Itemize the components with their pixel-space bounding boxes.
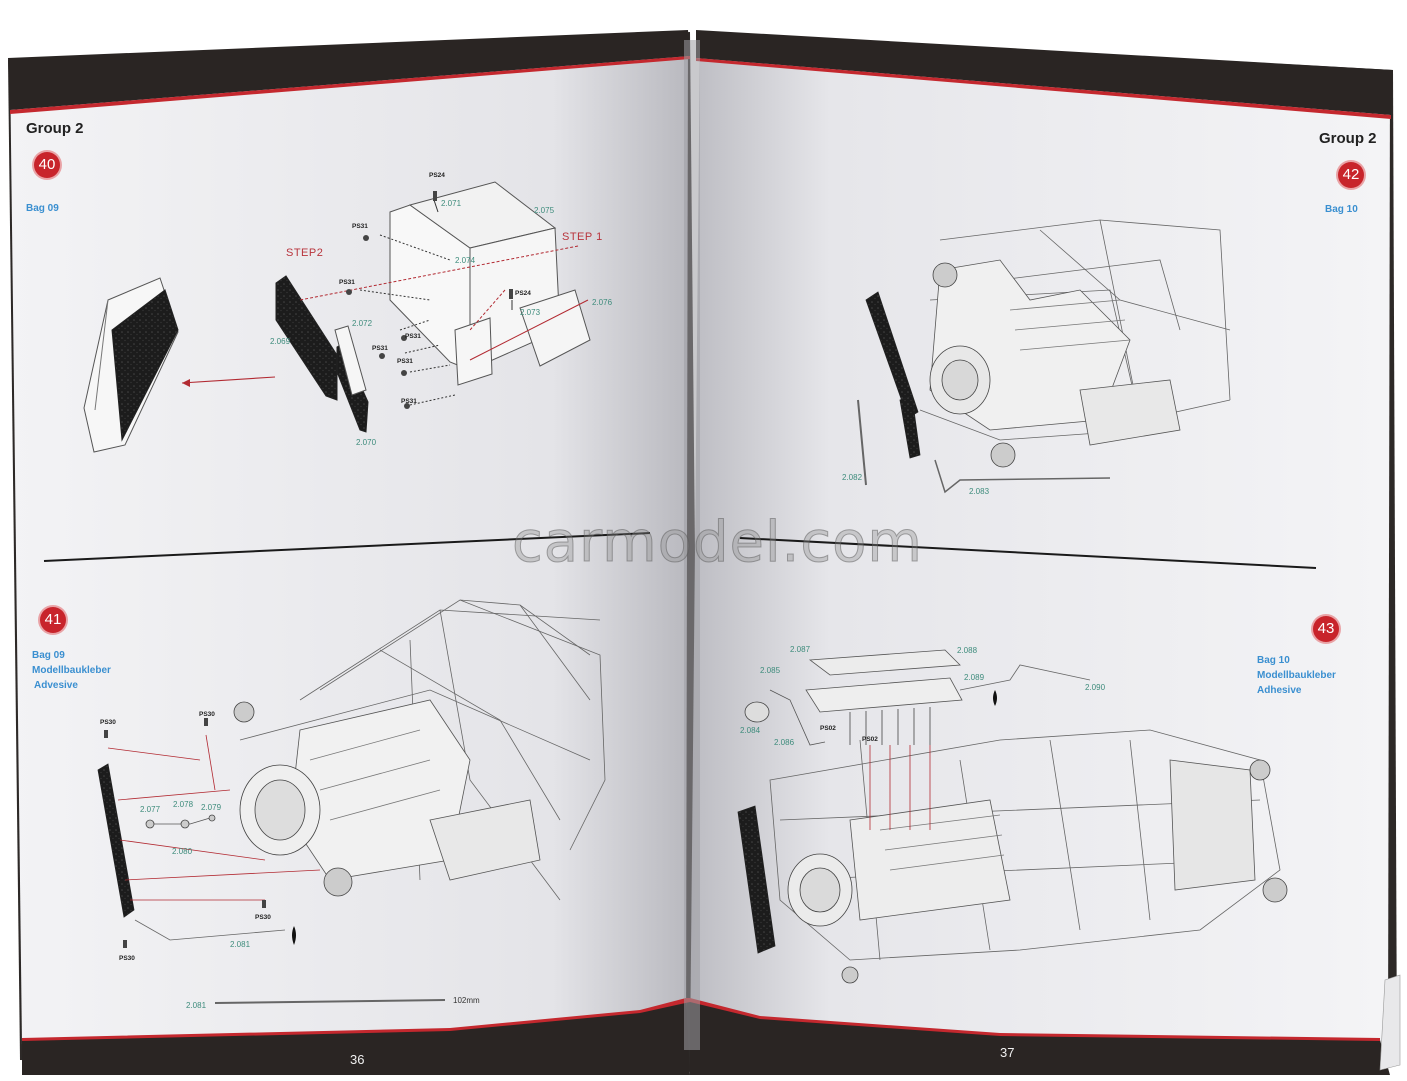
screw-label: PS31 [405, 333, 421, 340]
right-page-stack [1379, 974, 1401, 1071]
screw-label: PS30 [199, 711, 215, 718]
part-label: 2.079 [201, 803, 222, 812]
screw-label: PS30 [100, 719, 116, 726]
part-label: 2.075 [534, 206, 555, 215]
part-label: 2.078 [173, 800, 194, 809]
part-label: 2.088 [957, 646, 978, 655]
step-41-bag-line2: Modellbaukleber [32, 665, 111, 676]
right-header-stripe [696, 58, 1391, 119]
step42-drawing [857, 219, 1231, 494]
step-42-bag: Bag 10 [1325, 204, 1358, 215]
right-divider [739, 537, 1317, 569]
part-label: 2.071 [441, 199, 462, 208]
screw-label: PS31 [401, 398, 417, 405]
gutter-shadow [684, 40, 700, 1050]
screw-label: PS24 [429, 172, 445, 179]
screw-label: PS02 [820, 725, 836, 732]
step-43-bag-line2: Modellbaukleber [1257, 670, 1336, 681]
screw-label: PS31 [352, 223, 368, 230]
step-42-badge: 42 [1338, 162, 1364, 188]
part-label: 2.082 [842, 473, 863, 482]
part-label: 2.087 [790, 645, 811, 654]
step40-drawing [83, 181, 591, 453]
part-label: 2.086 [774, 738, 795, 747]
part-label: 2.085 [760, 666, 781, 675]
part-label: 2.070 [356, 438, 377, 447]
left-page-number: 36 [350, 1052, 365, 1067]
part-label: 2.074 [455, 256, 476, 265]
right-header-band [696, 30, 1393, 115]
step-43-bag-line3: Adhesive [1257, 685, 1302, 696]
right-page-number: 37 [1000, 1045, 1015, 1060]
left-header-stripe [10, 56, 690, 114]
part-label: 2.084 [740, 726, 761, 735]
part-label: 2.073 [520, 308, 541, 317]
part-label: 2.072 [352, 319, 373, 328]
right-group-title: Group 2 [1319, 130, 1377, 147]
part-label: 2.090 [1085, 683, 1106, 692]
part-label: 2.089 [964, 673, 985, 682]
step41-drawing [97, 599, 606, 1004]
part-label: 2.077 [140, 805, 161, 814]
part-label: 2.081 [230, 940, 251, 949]
step-40-bag: Bag 09 [26, 203, 59, 214]
screw-label: PS02 [862, 736, 878, 743]
watermark: carmodel.com [512, 510, 923, 576]
step-40-step1-label: STEP 1 [562, 231, 603, 243]
left-header-band [8, 30, 690, 110]
length-value: 102mm [453, 996, 480, 1005]
screw-label: PS30 [119, 955, 135, 962]
screw-label: PS31 [339, 279, 355, 286]
screw-label: PS31 [397, 358, 413, 365]
length-part-label: 2.081 [186, 1001, 207, 1010]
step-41-bag-line3: Advesive [34, 680, 78, 691]
left-divider [43, 532, 651, 562]
screw-label: PS24 [515, 290, 531, 297]
screw-label: PS30 [255, 914, 271, 921]
part-label: 2.076 [592, 298, 613, 307]
right-footer-band [690, 1000, 1390, 1075]
screw-label: PS31 [372, 345, 388, 352]
footer-red-stripe [22, 998, 1380, 1041]
step-43-badge: 43 [1313, 616, 1339, 642]
left-group-title: Group 2 [26, 120, 84, 137]
step-43-bag-line1: Bag 10 [1257, 655, 1290, 666]
step43-drawing [737, 649, 1288, 984]
step-41-bag-line1: Bag 09 [32, 650, 65, 661]
left-footer-band [22, 1000, 690, 1075]
part-label: 2.069 [270, 337, 291, 346]
part-label: 2.083 [969, 487, 990, 496]
step-41-badge: 41 [40, 607, 66, 633]
step-40-badge: 40 [34, 152, 60, 178]
step-40-step2-label: STEP2 [286, 247, 324, 259]
part-label: 2.080 [172, 847, 193, 856]
